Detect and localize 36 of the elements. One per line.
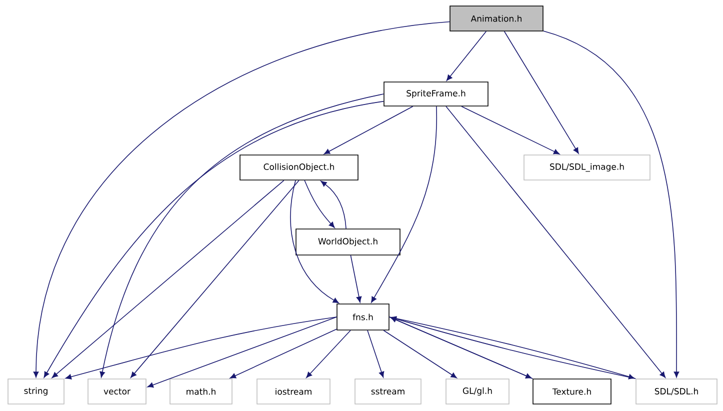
header-file-box: CollisionObject.h (240, 154, 358, 180)
arrow (350, 254, 362, 303)
external-header-box: sstream (354, 378, 422, 404)
arrow (33, 21, 450, 378)
arrow (130, 180, 300, 378)
external-header-box: GL/gl.h (446, 378, 510, 404)
external-header-box: iostream (256, 378, 330, 404)
arrow (543, 30, 680, 378)
arrow (320, 180, 346, 229)
arrow (461, 106, 560, 154)
arrow (65, 316, 337, 380)
external-header-box: SDL/SDL_image.h (524, 154, 650, 180)
external-header-box: vector (88, 378, 146, 404)
arrow (504, 31, 579, 154)
arrow (446, 31, 487, 81)
arrow (52, 180, 284, 378)
arrow (100, 94, 384, 378)
arrow (324, 106, 414, 154)
arrow (446, 106, 666, 378)
arrow (306, 330, 351, 378)
header-file-box: fns.h (336, 304, 390, 330)
arrow (147, 316, 337, 388)
header-file-box: Texture.h (532, 378, 612, 404)
external-header-box: math.h (170, 378, 232, 404)
current-file-box: Animation.h (450, 6, 544, 32)
external-header-box: SDL/SDL.h (636, 378, 718, 404)
arrow (367, 330, 384, 378)
arrow (44, 100, 384, 378)
external-header-box: string (8, 378, 64, 404)
arrow (230, 328, 337, 378)
header-file-box: WorldObject.h (296, 228, 400, 256)
header-file-box: SpriteFrame.h (384, 82, 488, 106)
arrow (383, 330, 457, 378)
arrow (304, 180, 335, 228)
arrow (290, 180, 339, 304)
arrow (371, 106, 437, 303)
